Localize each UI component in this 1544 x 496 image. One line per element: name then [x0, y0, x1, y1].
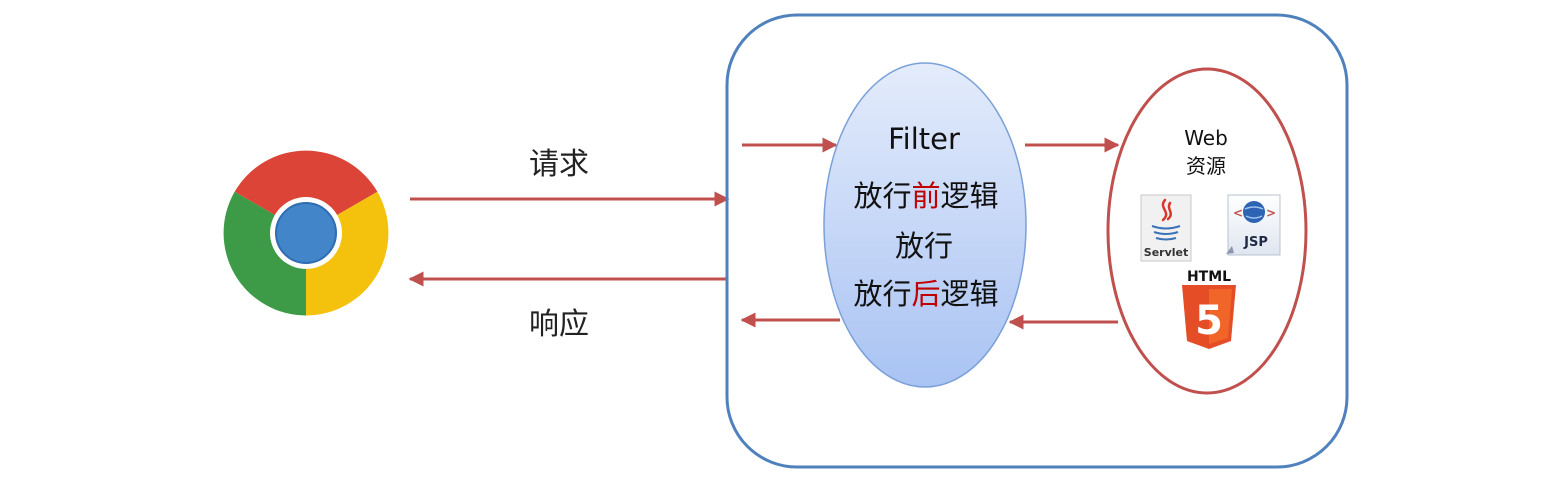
servlet-label: Servlet — [1144, 246, 1188, 259]
html5-icon: HTML 5 — [1182, 269, 1236, 349]
server-container — [725, 13, 1349, 469]
html5-badge: 5 — [1195, 298, 1223, 344]
request-label: 请求 — [529, 147, 589, 182]
svg-text:<: < — [1233, 206, 1243, 220]
filter-ellipse — [823, 62, 1027, 388]
web-resources-subtitle: 资源 — [1186, 154, 1226, 178]
filter-pre-logic: 放行前逻辑 — [853, 179, 998, 213]
filter-pass: 放行 — [895, 229, 953, 263]
filter-title: Filter — [888, 122, 960, 156]
svg-text:>: > — [1266, 206, 1276, 220]
web-resources-title: Web — [1184, 126, 1228, 150]
jsp-label: JSP — [1243, 235, 1268, 250]
jsp-page-icon: < > JSP — [1226, 194, 1281, 256]
chrome-browser-icon — [223, 150, 389, 316]
response-label: 响应 — [529, 307, 589, 342]
servlet-java-icon: Servlet — [1140, 194, 1192, 262]
web-resources-ellipse — [1106, 67, 1308, 395]
filter-post-logic: 放行后逻辑 — [853, 277, 998, 311]
html5-label: HTML — [1187, 269, 1231, 285]
